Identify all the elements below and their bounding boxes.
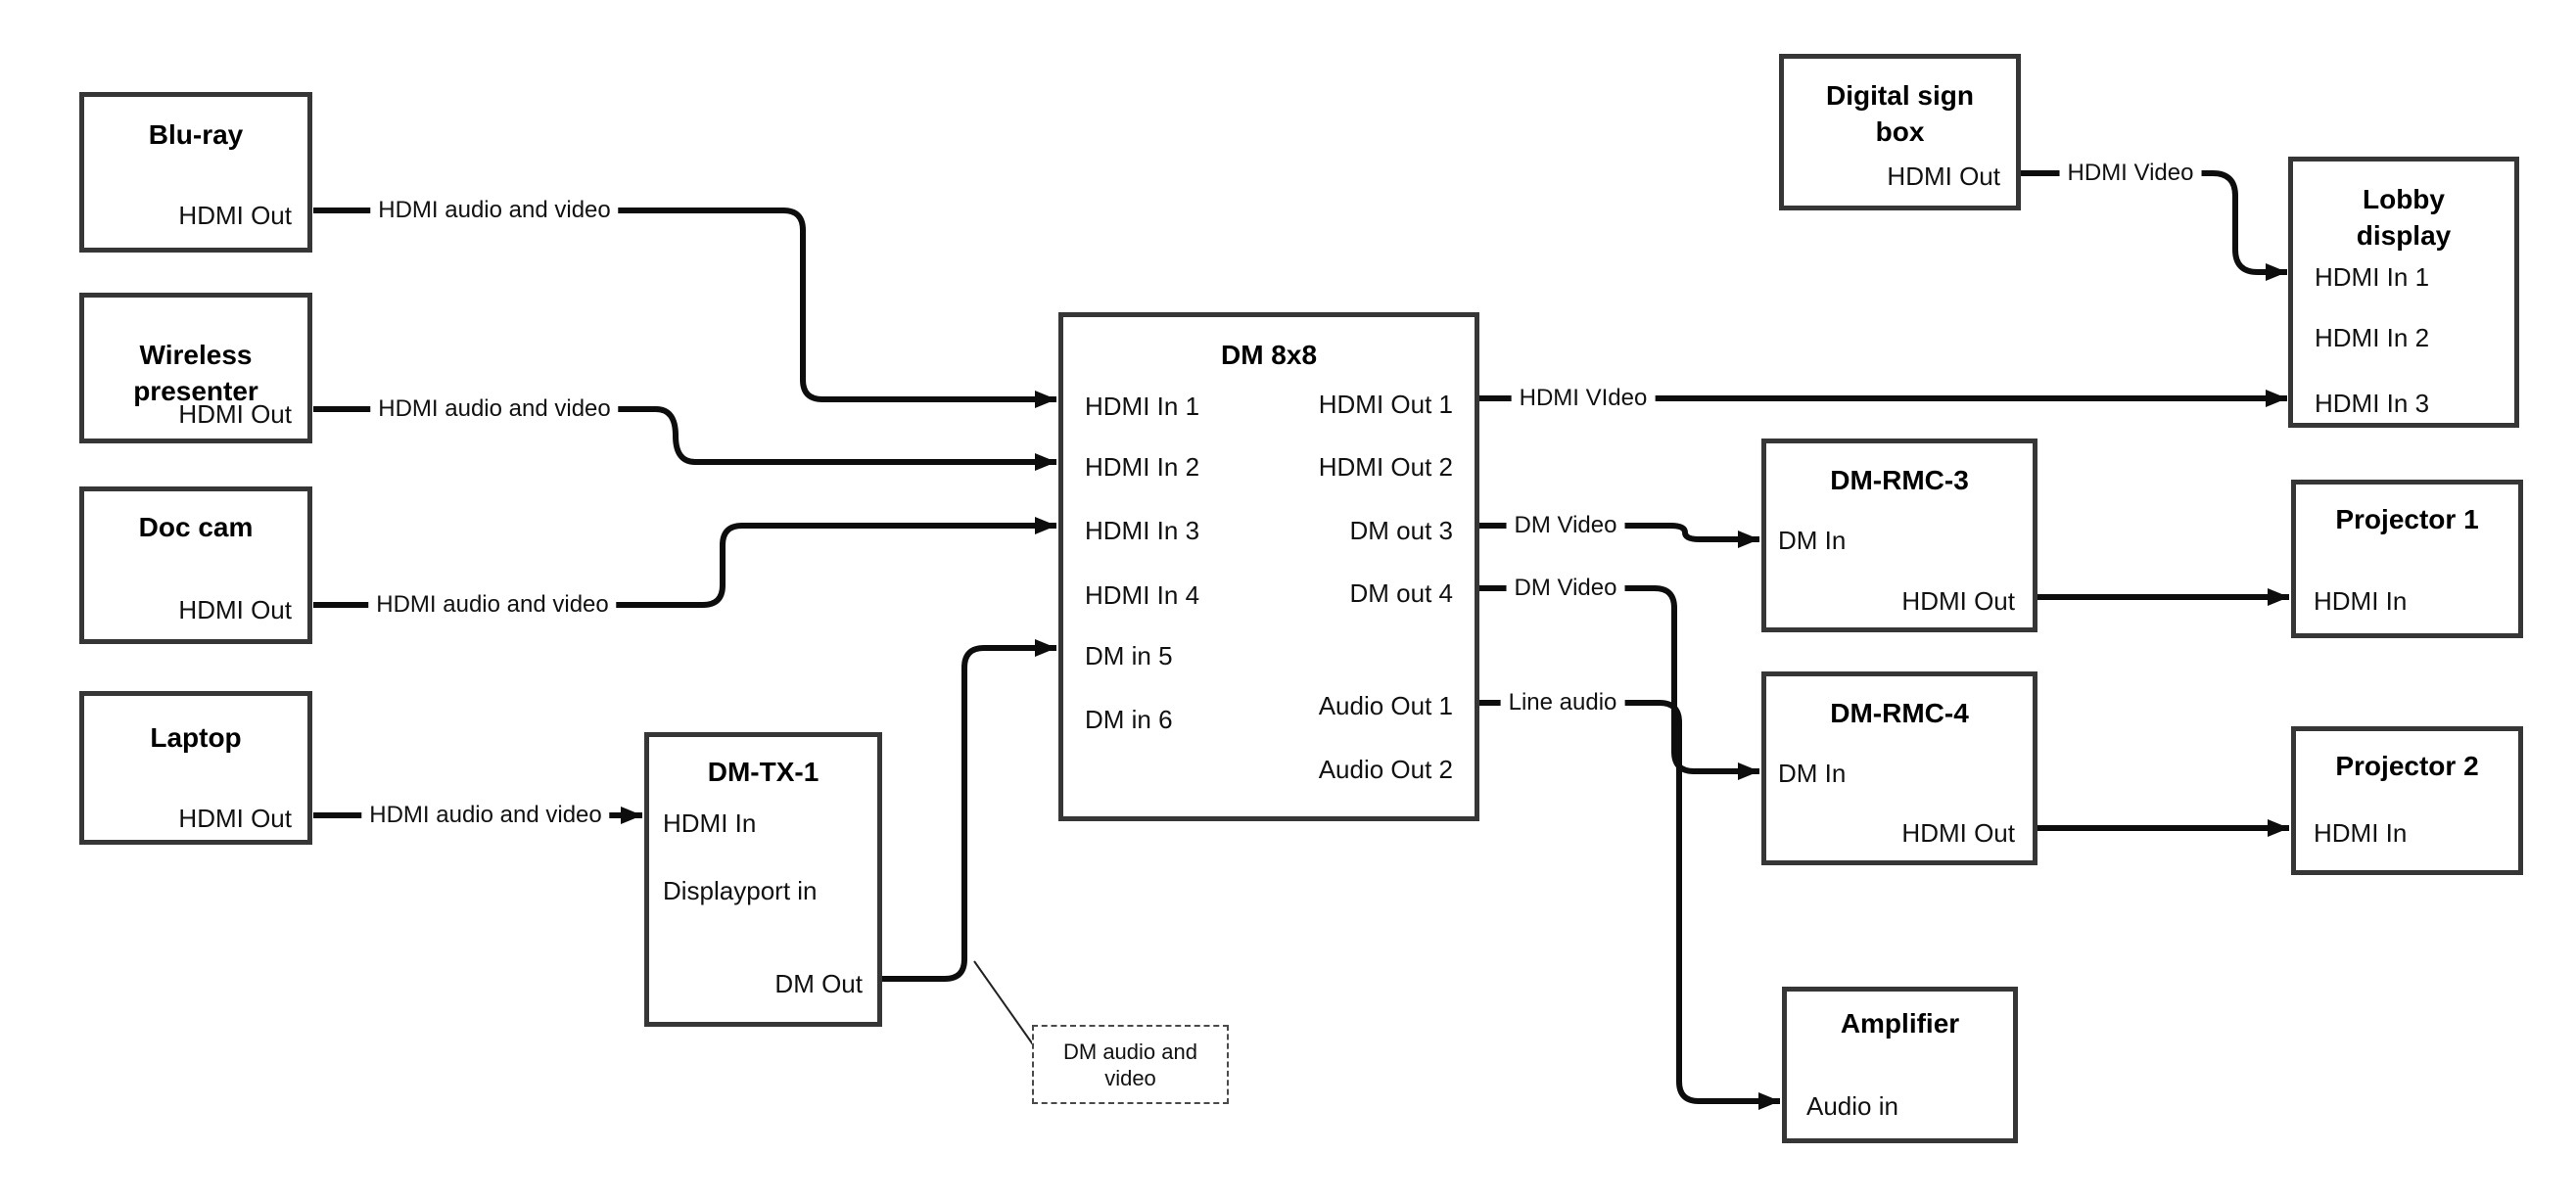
note-callout-line: [973, 960, 1036, 1048]
wire-label-hdmi-video-lobby: HDMI VIdeo: [1511, 385, 1656, 412]
lobby-port-hdmi-in-1: HDMI In 1: [2315, 262, 2430, 292]
wire-label-dm-video-rmc3: DM Video: [1506, 512, 1625, 539]
wireless-presenter-title: Wireless presenter: [133, 340, 258, 406]
wireless-presenter-box: Wireless presenter HDMI Out: [79, 293, 312, 443]
projector-1-box: Projector 1 HDMI In: [2291, 480, 2523, 638]
wire-doccam-to-dm8x8: [313, 517, 1056, 608]
wire-dm8x8-to-dmrmc4: [1479, 585, 1759, 780]
wire-label-wireless-hdmi-av: HDMI audio and video: [370, 395, 619, 423]
wire-label-dm-video-rmc4: DM Video: [1506, 575, 1625, 602]
wire-label-doccam-hdmi-av: HDMI audio and video: [368, 591, 617, 619]
dm-8x8-port-dm-in-5: DM in 5: [1085, 641, 1173, 670]
lobby-display-box: Lobby display HDMI In 1 HDMI In 2 HDMI I…: [2288, 157, 2519, 428]
dm-8x8-port-audio-out-2: Audio Out 2: [1318, 755, 1453, 784]
amplifier-port-audio-in: Audio in: [1806, 1091, 1898, 1121]
dm-tx-1-box: DM-TX-1 HDMI In Displayport in DM Out: [644, 732, 882, 1027]
digital-sign-port-hdmi-out: HDMI Out: [1887, 162, 2000, 191]
dm-8x8-port-hdmi-in-2: HDMI In 2: [1085, 452, 1200, 482]
wire-digitalsign-to-lobby: [2021, 170, 2287, 281]
dm-rmc-4-box: DM-RMC-4 DM In HDMI Out: [1761, 671, 2037, 865]
laptop-title: Laptop: [150, 722, 242, 753]
dm-8x8-port-hdmi-in-3: HDMI In 3: [1085, 516, 1200, 545]
wire-dm8x8-to-amplifier: [1479, 700, 1780, 1110]
projector-2-box: Projector 2 HDMI In: [2291, 726, 2523, 875]
dm-8x8-title: DM 8x8: [1220, 340, 1318, 370]
dm-8x8-port-dm-in-6: DM in 6: [1085, 705, 1173, 734]
wire-dm8x8-to-dmrmc3: [1479, 523, 1759, 548]
digital-sign-box: Digital sign box HDMI Out: [1779, 54, 2021, 210]
dm-8x8-port-hdmi-in-4: HDMI In 4: [1085, 580, 1200, 610]
dm-8x8-box: DM 8x8 HDMI In 1 HDMI In 2 HDMI In 3 HDM…: [1058, 312, 1479, 821]
dm-8x8-port-hdmi-out-1: HDMI Out 1: [1318, 390, 1453, 419]
dm-rmc-3-port-dm-in: DM In: [1778, 526, 1847, 555]
amplifier-box: Amplifier Audio in: [1782, 987, 2018, 1143]
dm-audio-video-note-text: DM audio and video: [1063, 1039, 1197, 1090]
projector-1-title: Projector 1: [2335, 504, 2479, 534]
laptop-port-hdmi-out: HDMI Out: [178, 804, 292, 833]
wire-bluray-to-dm8x8: [313, 208, 1056, 408]
wire-label-hdmi-video-sign: HDMI Video: [2059, 160, 2202, 187]
dm-rmc-4-port-hdmi-out: HDMI Out: [1901, 818, 2015, 848]
dm-tx-1-port-dm-out: DM Out: [774, 969, 863, 998]
dm-rmc-4-title: DM-RMC-4: [1830, 698, 1969, 728]
doc-cam-box: Doc cam HDMI Out: [79, 486, 312, 644]
wire-label-laptop-hdmi-av: HDMI audio and video: [361, 802, 610, 829]
dm-8x8-port-hdmi-out-2: HDMI Out 2: [1318, 452, 1453, 482]
dm-rmc-3-box: DM-RMC-3 DM In HDMI Out: [1761, 439, 2037, 632]
dm-tx-1-port-displayport-in: Displayport in: [663, 876, 818, 905]
wire-label-bluray-hdmi-av: HDMI audio and video: [370, 197, 619, 224]
dm-rmc-3-port-hdmi-out: HDMI Out: [1901, 586, 2015, 616]
doc-cam-title: Doc cam: [138, 512, 254, 542]
bluray-port-hdmi-out: HDMI Out: [178, 201, 292, 230]
wire-wireless-to-dm8x8: [313, 406, 1056, 471]
dm-rmc-4-port-dm-in: DM In: [1778, 759, 1847, 788]
lobby-display-title: Lobby display: [2356, 184, 2452, 251]
dm-tx-1-title: DM-TX-1: [707, 757, 820, 787]
digital-sign-title: Digital sign box: [1826, 80, 1974, 147]
lobby-port-hdmi-in-3: HDMI In 3: [2315, 389, 2430, 418]
dm-rmc-3-title: DM-RMC-3: [1830, 465, 1969, 495]
dm-8x8-port-audio-out-1: Audio Out 1: [1318, 691, 1453, 720]
dm-8x8-port-dm-out-3: DM out 3: [1349, 516, 1454, 545]
projector-2-port-hdmi-in: HDMI In: [2314, 818, 2408, 848]
bluray-title: Blu-ray: [148, 119, 244, 150]
wireless-presenter-port-hdmi-out: HDMI Out: [178, 399, 292, 429]
wire-dmtx1-to-dm8x8: [882, 639, 1056, 982]
dm-8x8-port-dm-out-4: DM out 4: [1349, 578, 1454, 608]
laptop-box: Laptop HDMI Out: [79, 691, 312, 845]
projector-2-title: Projector 2: [2335, 751, 2479, 781]
bluray-box: Blu-ray HDMI Out: [79, 92, 312, 253]
wire-label-line-audio: Line audio: [1500, 689, 1625, 716]
dm-audio-video-note: DM audio and video: [1032, 1025, 1229, 1104]
lobby-port-hdmi-in-2: HDMI In 2: [2315, 323, 2430, 352]
dm-8x8-port-hdmi-in-1: HDMI In 1: [1085, 392, 1200, 421]
dm-tx-1-port-hdmi-in: HDMI In: [663, 808, 757, 838]
amplifier-title: Amplifier: [1840, 1008, 1960, 1039]
doc-cam-port-hdmi-out: HDMI Out: [178, 595, 292, 624]
projector-1-port-hdmi-in: HDMI In: [2314, 586, 2408, 616]
